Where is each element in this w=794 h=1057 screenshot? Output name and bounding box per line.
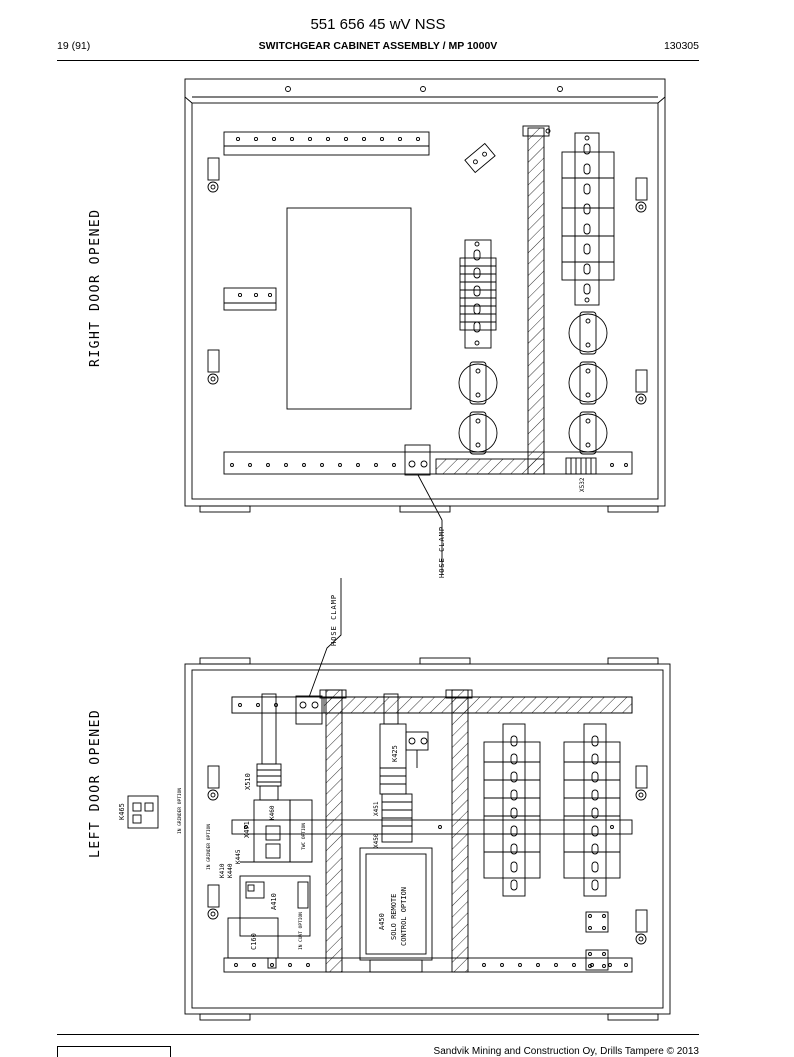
label-x532: X532 [579, 477, 586, 492]
vertical-cable-duct [527, 127, 545, 475]
label-c160: C160 [250, 933, 258, 950]
label-x451: X451 [373, 801, 380, 816]
left-door-view [127, 578, 671, 1021]
label-a410: A410 [270, 893, 278, 910]
label-a450-note-2: CONTROL OPTION [400, 887, 408, 946]
label-x510: X510 [244, 773, 252, 790]
label-k410: K410 [219, 863, 226, 878]
left-cabinet-inner [191, 669, 664, 1009]
label-k425: K425 [391, 745, 399, 762]
fuse-holder-group [458, 311, 608, 455]
left-door-view-title: LEFT DOOR OPENED [88, 708, 103, 858]
document-number: 551 656 45 wV NSS [310, 16, 446, 33]
hose-clamp-label-lower: HOSE CLAMP [330, 594, 338, 646]
top-rail [223, 131, 430, 156]
footer-rule [57, 1034, 699, 1035]
label-twc-option: TWC OPTION [301, 823, 307, 850]
label-in-cuat-option: IN CUAT OPTION [298, 912, 304, 950]
bottom-rail [223, 451, 633, 475]
label-k445: K445 [235, 849, 242, 864]
label-grinder-option: IN GRINDER OPTION [206, 824, 212, 870]
label-k465: K465 [118, 803, 126, 820]
label-x450: X450 [373, 833, 380, 848]
top-rail-holes [235, 136, 421, 142]
right-mounting-panel [286, 207, 412, 410]
page-number: 19 (91) [57, 40, 91, 52]
right-door-view [184, 78, 666, 575]
right-door-view-title: RIGHT DOOR OPENED [88, 208, 103, 367]
document-date: 130305 [663, 40, 699, 52]
label-a450-note-1: SOLO REMOTE [390, 894, 398, 940]
right-cabinet-inner [191, 102, 659, 500]
footer-copyright: Sandvik Mining and Construction Oy, Dril… [433, 1046, 699, 1057]
left-cabinet-outer [184, 663, 671, 1015]
label-k460: K460 [269, 805, 276, 820]
label-a450: A450 [378, 913, 386, 930]
document-title: SWITCHGEAR CABINET ASSEMBLY / MP 1000V [258, 40, 498, 52]
hose-clamp-label-upper: HOSE CLAMP [438, 526, 446, 578]
sandvik-logo [57, 1046, 171, 1057]
header-rule [57, 60, 699, 61]
label-x471: X471 [243, 821, 251, 838]
right-cabinet-outer [184, 78, 666, 507]
label-k440: K440 [227, 863, 234, 878]
label-k465-note: IN GRINDER OPTION [177, 788, 183, 834]
